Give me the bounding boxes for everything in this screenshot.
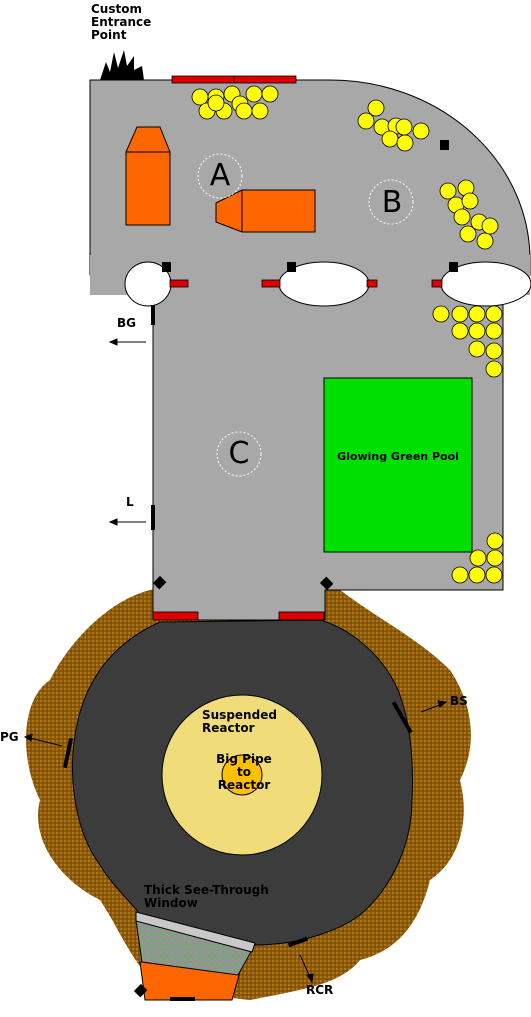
doors [152, 75, 443, 621]
reactor-label: Suspended Reactor [202, 708, 277, 735]
direction-arrows [23, 338, 448, 984]
rcr-label: RCR [306, 983, 334, 997]
window-frame [135, 911, 256, 953]
pipe-label: Big Pipe to Reactor [216, 752, 272, 792]
zone-a-marker [197, 153, 243, 199]
big-pipe [221, 754, 263, 796]
barrels [191, 85, 504, 584]
zone-a-label: A [209, 158, 231, 193]
zone-b-label: B [381, 185, 403, 220]
pool-label: Glowing Green Pool [337, 450, 459, 463]
camera-icons [133, 140, 458, 998]
pg-label: PG [0, 730, 19, 744]
zone-b-marker [368, 179, 414, 225]
wall-openings [62, 305, 413, 1001]
crate-left [125, 126, 171, 226]
window-label: Thick See-Through Window [144, 883, 269, 910]
bs-label: BS [450, 694, 468, 708]
zone-c-label: C [228, 436, 250, 471]
glowing-green-pool [323, 377, 473, 553]
entrance-burst-icon [100, 50, 144, 80]
zone-c-marker [216, 431, 262, 477]
custom-entrance-label: Custom Entrance Point [91, 2, 152, 42]
bg-label: BG [117, 316, 136, 330]
l-label: L [126, 495, 134, 509]
